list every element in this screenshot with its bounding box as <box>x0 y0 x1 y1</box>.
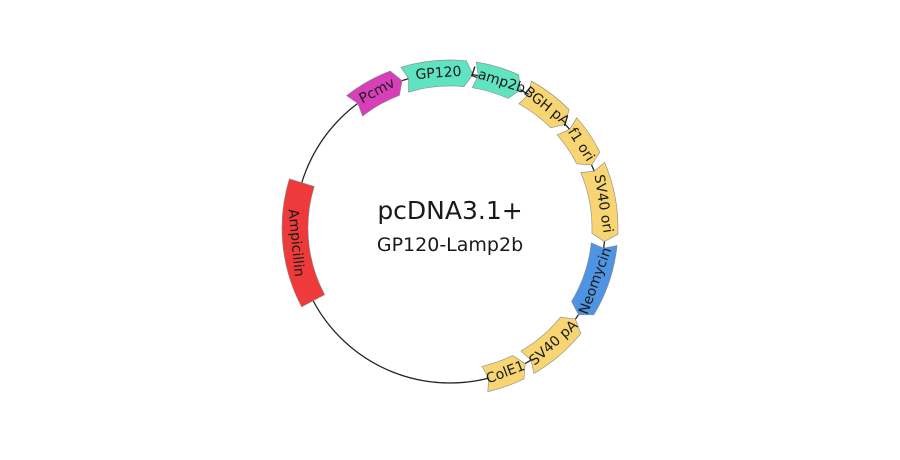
feature-bgh-pa-arrow <box>518 80 570 129</box>
feature-sv40-ori: SV40 ori <box>580 161 619 242</box>
feature-f1-ori-arrow <box>556 117 601 166</box>
plasmid-insert-name: GP120-Lamp2b <box>376 234 524 256</box>
feature-gp120-label: GP120 <box>415 64 462 83</box>
feature-bgh-pa: BGH pA <box>518 80 573 130</box>
feature-sv40-pa-arrow <box>520 316 582 374</box>
feature-sv40-ori-arrow <box>580 161 619 242</box>
feature-neomycin-arrow <box>571 242 618 316</box>
feature-cole1-arrow <box>481 355 526 393</box>
feature-pcmv-arrow <box>346 70 403 117</box>
plasmid-name: pcDNA3.1+ <box>377 196 523 225</box>
feature-ampicillin: Ampicillin <box>281 178 326 308</box>
feature-lamp2b-arrow <box>471 61 521 99</box>
feature-lamp2b: Lamp2b <box>468 61 527 99</box>
feature-ampicillin-label: Ampicillin <box>284 208 306 277</box>
feature-sv40-pa: SV40 pA <box>520 316 582 374</box>
feature-gp120: GP120 <box>400 59 474 93</box>
feature-gp120-arrow <box>400 59 474 93</box>
feature-cole1: ColE1 <box>481 355 527 393</box>
feature-ampicillin-arrow <box>281 178 326 308</box>
feature-pcmv: Pcmv <box>346 70 403 117</box>
